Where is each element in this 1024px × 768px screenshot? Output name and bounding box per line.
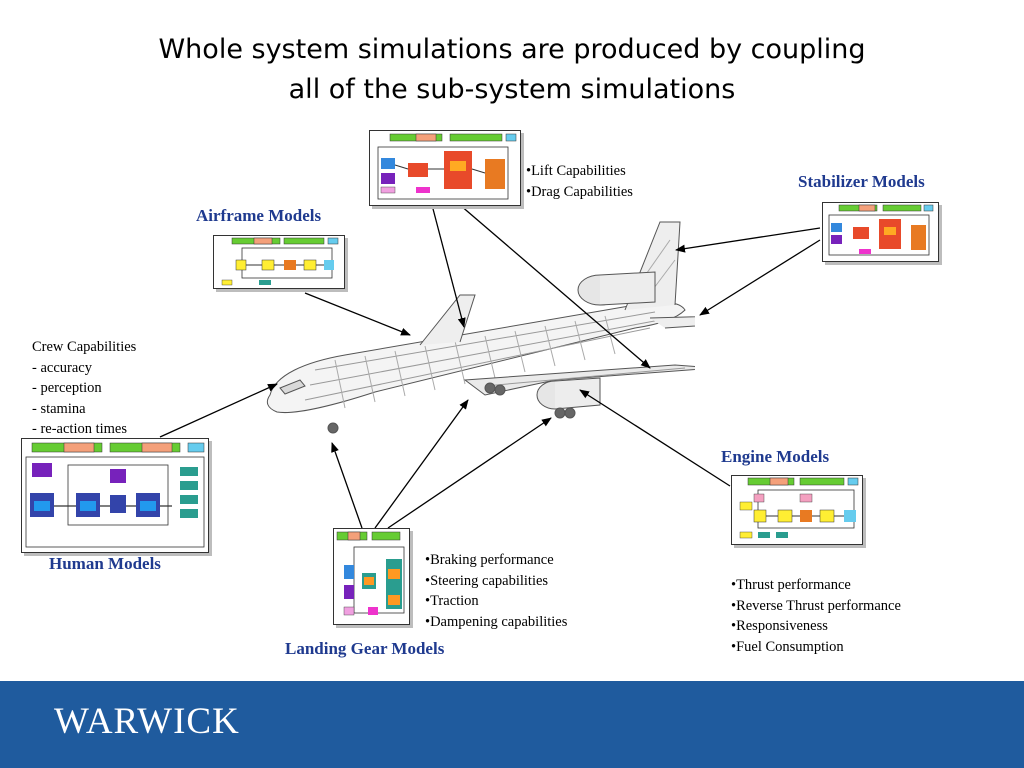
bullet-item: •Fuel Consumption <box>731 638 844 655</box>
landing-gear-models-label: Landing Gear Models <box>285 639 445 658</box>
bullet-item: •Lift Capabilities <box>526 163 626 179</box>
arrow-landing-1 <box>331 442 363 529</box>
bullet-item: •Responsiveness <box>731 618 828 634</box>
title-line-1: Whole system simulations are produced by… <box>158 34 866 65</box>
bullet-item: •Dampening capabilities <box>425 613 568 630</box>
crew-capabilities: Crew Capabilities - accuracy - perceptio… <box>32 337 136 440</box>
footer-bar <box>0 681 1024 768</box>
crew-item: - accuracy <box>32 359 92 376</box>
stabilizer-model-box <box>822 202 939 262</box>
crew-item: - re-action times <box>32 421 128 437</box>
engine-models-label: Engine Models <box>721 447 830 466</box>
lift-model-box <box>369 130 521 206</box>
slide-title: Whole system simulations are produced by… <box>0 30 1024 110</box>
bullet-item: •Drag Capabilities <box>526 183 633 200</box>
crew-item: - stamina <box>32 400 86 417</box>
bullet-item: •Traction <box>425 593 479 609</box>
human-model-box <box>21 438 209 553</box>
engine-bullets: •Thrust performance •Reverse Thrust perf… <box>731 575 901 657</box>
engine-model-box <box>731 475 863 545</box>
model-block-diagram <box>739 477 859 539</box>
airframe-model-box <box>213 235 345 289</box>
bullet-item: •Steering capabilities <box>425 572 549 589</box>
bullet-item: •Thrust performance <box>731 577 851 593</box>
model-block-diagram <box>336 531 405 616</box>
title-line-2: all of the sub-system simulations <box>288 74 736 105</box>
model-block-diagram <box>377 133 517 200</box>
arrow-stabilizer-1 <box>675 227 821 253</box>
arrow-human <box>159 383 278 438</box>
model-block-diagram <box>25 442 205 548</box>
landing-gear-model-box <box>333 528 410 625</box>
airplane-illustration <box>266 221 695 434</box>
arrow-lift-2 <box>459 204 651 369</box>
arrow-landing-3 <box>387 417 552 529</box>
bullet-item: •Reverse Thrust performance <box>731 597 901 614</box>
arrow-stabilizer-2 <box>699 239 821 316</box>
lift-bullets: •Lift Capabilities •Drag Capabilities <box>526 161 633 202</box>
airframe-models-label: Airframe Models <box>196 206 322 225</box>
landing-bullets: •Braking performance •Steering capabilit… <box>425 550 567 632</box>
arrow-lift-1 <box>431 204 466 328</box>
arrow-airframe <box>304 292 411 336</box>
crew-heading: Crew Capabilities <box>32 339 137 355</box>
bullet-item: •Braking performance <box>425 552 554 568</box>
model-block-diagram <box>828 204 934 256</box>
stabilizer-models-label: Stabilizer Models <box>798 172 925 191</box>
model-block-diagram <box>221 237 339 286</box>
arrow-landing-2 <box>374 399 469 529</box>
warwick-logo: WARWICK <box>54 701 240 742</box>
arrow-engine <box>579 389 731 487</box>
human-models-label: Human Models <box>49 554 161 573</box>
crew-item: - perception <box>32 380 102 396</box>
